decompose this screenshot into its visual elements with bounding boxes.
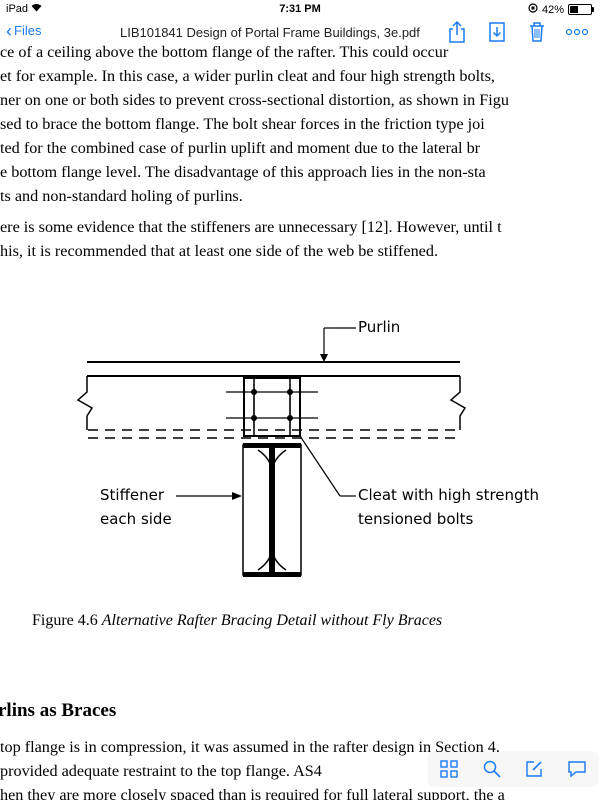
body-line: et for example. In this case, a wider pu…: [0, 67, 495, 85]
device-wifi: iPad: [6, 3, 42, 15]
caption-number: Figure 4.6: [32, 612, 98, 629]
status-bar: iPad 7:31 PM 42%: [0, 0, 600, 18]
comment-icon[interactable]: [566, 758, 588, 780]
body-line: ted for the combined case of purlin upli…: [0, 139, 481, 157]
purlin-label: Purlin: [358, 318, 400, 336]
annotate-icon[interactable]: [523, 758, 545, 780]
wifi-icon: [31, 3, 42, 15]
bolt: [287, 389, 293, 395]
trash-icon[interactable]: [524, 20, 550, 44]
download-icon[interactable]: [484, 20, 510, 44]
battery-percent: 42%: [541, 3, 564, 16]
back-label: Files: [14, 23, 42, 38]
bolt: [287, 415, 293, 421]
web-fillet-top: [257, 449, 287, 471]
stiffener-arrow: [232, 492, 242, 500]
purlin-arrow: [320, 354, 328, 362]
files-back-button[interactable]: ‹ Files: [6, 20, 42, 41]
cleat-plate: [243, 377, 301, 437]
rafter-web: [269, 448, 275, 572]
figure-caption: Figure 4.6 Alternative Rafter Bracing De…: [32, 612, 442, 630]
body-line: ner on one or both sides to prevent cros…: [0, 91, 509, 109]
cleat-label: Cleat with high strength: [358, 486, 539, 504]
bolt: [251, 415, 257, 421]
body-line: provided adequate restraint to the top f…: [0, 762, 322, 780]
cleat-leader: [299, 435, 341, 497]
body-line: sed to brace the bottom flange. The bolt…: [0, 115, 485, 133]
document-title: LIB101841 Design of Portal Frame Buildin…: [120, 25, 420, 40]
status-right: 42%: [528, 3, 594, 16]
body-line: e bottom flange level. The disadvantage …: [0, 163, 486, 181]
section-heading: rlins as Braces: [0, 700, 117, 721]
caption-text: Alternative Rafter Bracing Detail withou…: [101, 612, 443, 629]
bottom-toolbar: [428, 752, 598, 786]
more-icon[interactable]: [564, 20, 590, 44]
rafter-bracing-figure: Purlin Stiffener each side Cleat with hi…: [76, 318, 539, 577]
break-line-left: [76, 376, 94, 430]
chevron-left-icon: ‹: [6, 20, 12, 41]
body-line: ere is some evidence that the stiffeners…: [0, 218, 502, 236]
nav-actions: [444, 20, 590, 44]
stiffener-label: Stiffener: [100, 486, 165, 504]
body-line: ts and non-standard holing of purlins.: [0, 187, 243, 205]
body-line: his, it is recommended that at least one…: [0, 242, 438, 260]
battery-level: [570, 6, 579, 13]
web-fillet-bottom: [257, 549, 287, 571]
rotation-lock-icon: [528, 3, 538, 16]
battery-icon: [568, 4, 594, 15]
clock: 7:31 PM: [279, 3, 321, 15]
grid-icon[interactable]: [438, 758, 460, 780]
body-line: top flange is in compression, it was ass…: [0, 738, 500, 756]
nav-bar: ‹ Files LIB101841 Design of Portal Frame…: [0, 18, 600, 46]
rafter-top-flange-section: [243, 443, 301, 448]
search-icon[interactable]: [481, 758, 503, 780]
bolt: [251, 389, 257, 395]
stiffener-label: each side: [100, 510, 172, 528]
body-line: ce of a ceiling above the bottom flange …: [0, 43, 449, 61]
break-line-right: [449, 376, 467, 430]
rafter-bottom-flange-section: [243, 572, 301, 577]
body-line: hen they are more closely spaced than is…: [0, 786, 505, 800]
share-icon[interactable]: [444, 20, 470, 44]
cleat-label: tensioned bolts: [358, 510, 474, 528]
device-name: iPad: [6, 3, 29, 15]
